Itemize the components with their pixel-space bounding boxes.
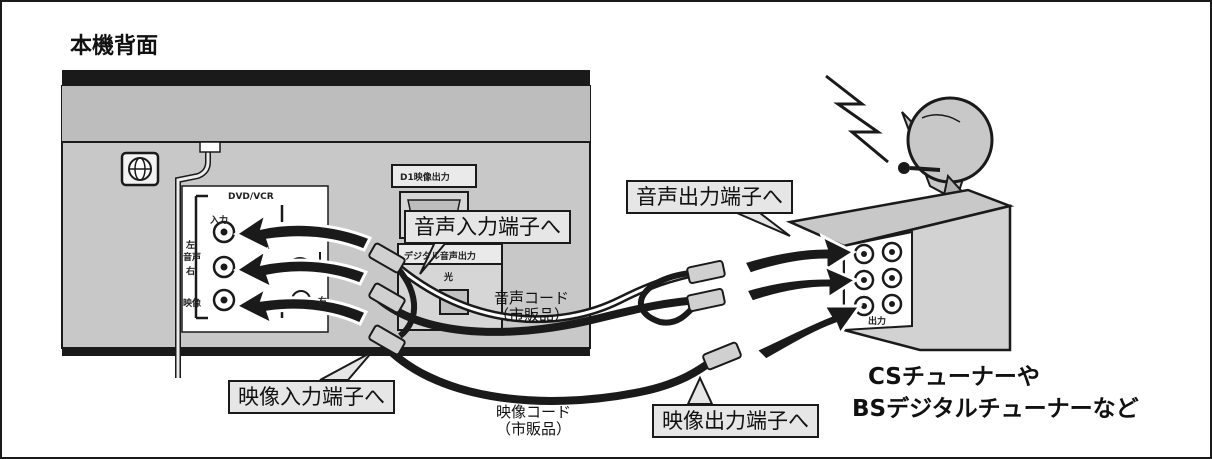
power-cord-icon [175, 141, 221, 378]
audio-out-callout: 音声出力端子へ [626, 180, 793, 214]
audio-plug-left [368, 242, 406, 356]
optical-label: 光 [444, 273, 454, 283]
audio-in-left-jack [212, 220, 236, 244]
video-in-jack [212, 288, 236, 312]
audio-label: 音声 [183, 253, 202, 263]
video-out-callout: 映像出力端子へ [652, 404, 819, 438]
left-label: 左 [186, 241, 196, 251]
d1-video-out-label: D1映像出力 [400, 173, 450, 183]
video-in-callout: 映像入力端子へ [228, 380, 395, 414]
right-label: 右 [186, 267, 196, 277]
signal-icon [825, 74, 889, 164]
right-small-label: 右 [318, 297, 328, 307]
video-label: 映像 [183, 299, 202, 309]
video-cord-note: （市販品） [496, 420, 572, 438]
globe-icon [120, 151, 160, 187]
tuner-output-label: 出力 [868, 317, 887, 327]
pointer [319, 351, 373, 381]
audio-in-right-jack [212, 255, 236, 279]
audio-cord [377, 258, 703, 339]
input-label: 入力 [210, 216, 229, 226]
audio-in-callout: 音声入力端子へ [404, 210, 571, 244]
pointer [686, 375, 714, 405]
audio-plug-right [686, 259, 742, 371]
tuner-caption-line1: CSチューナーや [868, 364, 1040, 390]
video-cord-label: 映像コード （市販品） [496, 404, 571, 438]
audio-cord-note: （市販品） [494, 306, 570, 324]
video-cord-name: 映像コード [496, 403, 572, 421]
video-cord [376, 337, 719, 405]
tuner-output-jacks [853, 241, 903, 317]
arrows [232, 210, 863, 362]
audio-cord-name: 音声コード [494, 289, 570, 307]
digital-audio-out-label: デジタル音声出力 [404, 252, 476, 262]
tuner-caption-line2: BSデジタルチューナーなど [852, 396, 1139, 422]
dvd-vcr-label: DVD/VCR [228, 192, 274, 202]
page-title: 本機背面 [70, 34, 159, 59]
audio-cord-label: 音声コード （市販品） [494, 290, 569, 324]
